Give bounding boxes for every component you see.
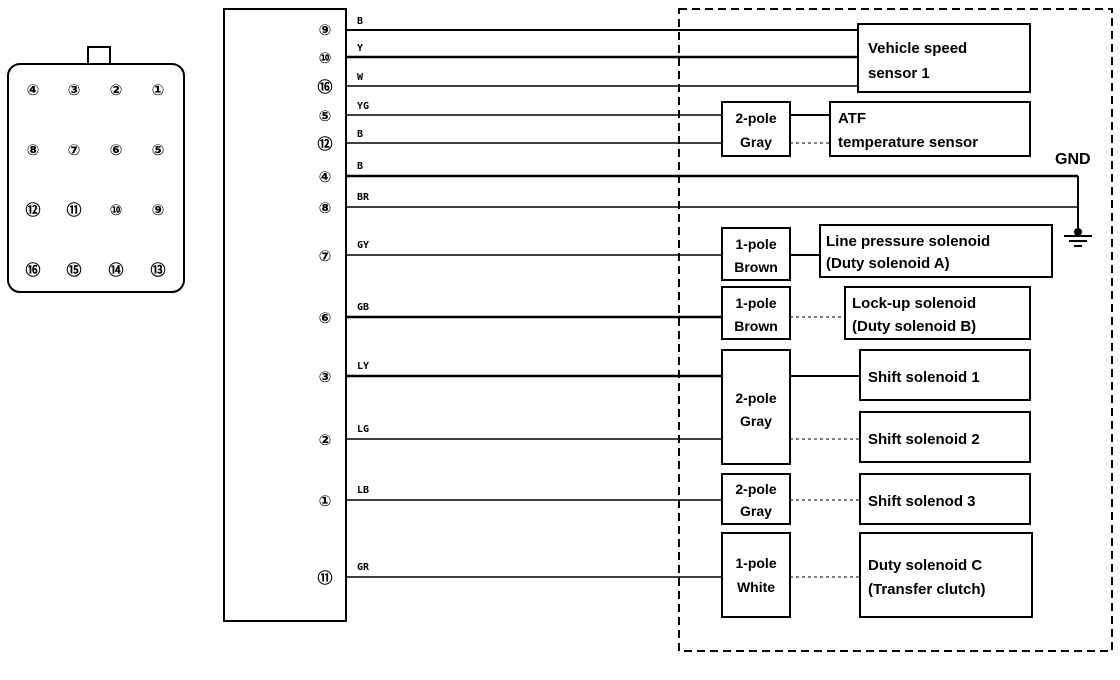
wire-color-label: LG <box>357 424 369 435</box>
connector-pole-label: 2-pole <box>735 390 776 406</box>
ground-symbol <box>1064 228 1092 247</box>
face-pin: ③ <box>68 81 81 99</box>
component-box: Vehicle speed sensor 1 <box>857 23 1031 93</box>
face-pin: ⑬ <box>150 261 165 279</box>
component-name: Shift solenod 3 <box>868 493 976 510</box>
wire-color-label: B <box>357 129 363 140</box>
face-pin: ⑤ <box>152 141 165 159</box>
connector-color-label: Gray <box>740 134 772 150</box>
component-name: Lock-up solenoid <box>852 295 976 312</box>
wire-color-label: BR <box>357 192 370 203</box>
connector-color-label: White <box>737 579 775 595</box>
gnd-label: GND <box>1055 151 1091 168</box>
component-name: Shift solenoid 1 <box>868 369 980 386</box>
component-name: (Duty solenoid B) <box>852 318 976 335</box>
face-pin: ⑦ <box>68 141 81 159</box>
pin-number: ② <box>319 431 332 449</box>
pin-number: ③ <box>319 368 332 386</box>
wire-color-label: B <box>357 16 363 27</box>
connector-pole-label: 1-pole <box>735 295 776 311</box>
component-name: Duty solenoid C <box>868 557 982 574</box>
connector-color-label: Gray <box>740 413 772 429</box>
component-name: ATF <box>838 110 866 127</box>
connector-box: 2-pole Gray <box>721 473 791 525</box>
face-pin: ⑮ <box>66 261 81 279</box>
pin-number: ⑥ <box>319 309 332 327</box>
face-pin: ② <box>110 81 123 99</box>
pin-number: ⑩ <box>319 49 332 67</box>
component-box: Line pressure solenoid (Duty solenoid A) <box>819 224 1053 278</box>
component-box: Shift solenod 3 <box>859 473 1031 525</box>
wire-color-label: W <box>357 72 364 83</box>
connector-box: 1-pole White <box>721 532 791 618</box>
connector-pole-label: 2-pole <box>735 481 776 497</box>
face-pin: ⑯ <box>25 261 40 279</box>
component-name: (Duty solenoid A) <box>826 255 950 272</box>
component-box: ATF temperature sensor <box>829 101 1031 157</box>
pin-numbers: ⑨ ⑩ ⑯ ⑤ ⑫ ④ ⑧ ⑦ ⑥ ③ ② ① ⑪ <box>317 21 332 587</box>
face-pin: ① <box>152 81 165 99</box>
component-box: Shift solenoid 1 <box>859 349 1031 401</box>
connector-pole-label: 2-pole <box>735 110 776 126</box>
transmission-boundary <box>678 8 1113 652</box>
connector-pole-label: 1-pole <box>735 555 776 571</box>
pin-number: ⑤ <box>319 107 332 125</box>
component-box: Duty solenoid C (Transfer clutch) <box>859 532 1033 618</box>
wire-color-label: LB <box>357 485 369 496</box>
pin-number: ④ <box>319 168 332 186</box>
pin-number: ⑧ <box>319 199 332 217</box>
wire-color-label: LY <box>357 361 369 372</box>
face-pin: ⑪ <box>66 201 81 219</box>
component-name: Shift solenoid 2 <box>868 431 980 448</box>
wire-color-label: GR <box>357 562 370 573</box>
connector-box: 2-pole Gray <box>721 349 791 465</box>
component-name: (Transfer clutch) <box>868 581 986 598</box>
connector-pole-label: 1-pole <box>735 236 776 252</box>
component-name: temperature sensor <box>838 134 978 151</box>
wire-color-label: Y <box>357 43 363 54</box>
component-name: sensor 1 <box>868 65 930 82</box>
face-pin: ⑨ <box>152 201 165 219</box>
component-box: Shift solenoid 2 <box>859 411 1031 463</box>
connector-face: ④ ③ ② ① ⑧ ⑦ ⑥ ⑤ ⑫ ⑪ ⑩ ⑨ ⑯ ⑮ ⑭ ⑬ <box>7 46 185 293</box>
connector-color-label: Brown <box>734 259 778 275</box>
pin-number: ⑫ <box>317 135 332 153</box>
wire-color-label: GB <box>357 302 369 313</box>
pin-number: ⑪ <box>317 569 332 587</box>
component-box: Lock-up solenoid (Duty solenoid B) <box>844 286 1031 340</box>
connector-box: 2-pole Gray <box>721 101 791 157</box>
connector-color-label: Brown <box>734 318 778 334</box>
connector-box: 1-pole Brown <box>721 286 791 340</box>
face-pin: ⑧ <box>27 141 40 159</box>
control-unit-block <box>223 8 347 622</box>
component-name: Vehicle speed <box>868 40 967 57</box>
face-pin: ⑫ <box>25 201 40 219</box>
face-pin: ④ <box>27 81 40 99</box>
pin-number: ⑨ <box>319 21 332 39</box>
wire-color-codes: B Y W YG B B BR GY GB LY LG LB GR <box>357 16 370 573</box>
wires <box>346 29 1079 578</box>
component-name: Line pressure solenoid <box>826 233 990 250</box>
face-pin: ⑥ <box>110 141 123 159</box>
pin-number: ① <box>319 492 332 510</box>
connector-color-label: Gray <box>740 503 772 519</box>
face-pin: ⑭ <box>108 261 123 279</box>
components: Vehicle speed sensor 1 ATF temperature s… <box>819 23 1053 618</box>
wire-color-label: GY <box>357 240 369 251</box>
intermediate-connectors: 2-pole Gray 1-pole Brown 1-pole Brown 2-… <box>721 101 791 618</box>
wire-color-label: B <box>357 161 363 172</box>
wire-color-label: YG <box>357 101 369 112</box>
pin-number: ⑯ <box>317 78 332 96</box>
connector-box: 1-pole Brown <box>721 227 791 281</box>
pin-number: ⑦ <box>319 247 332 265</box>
face-pin: ⑩ <box>110 201 123 219</box>
